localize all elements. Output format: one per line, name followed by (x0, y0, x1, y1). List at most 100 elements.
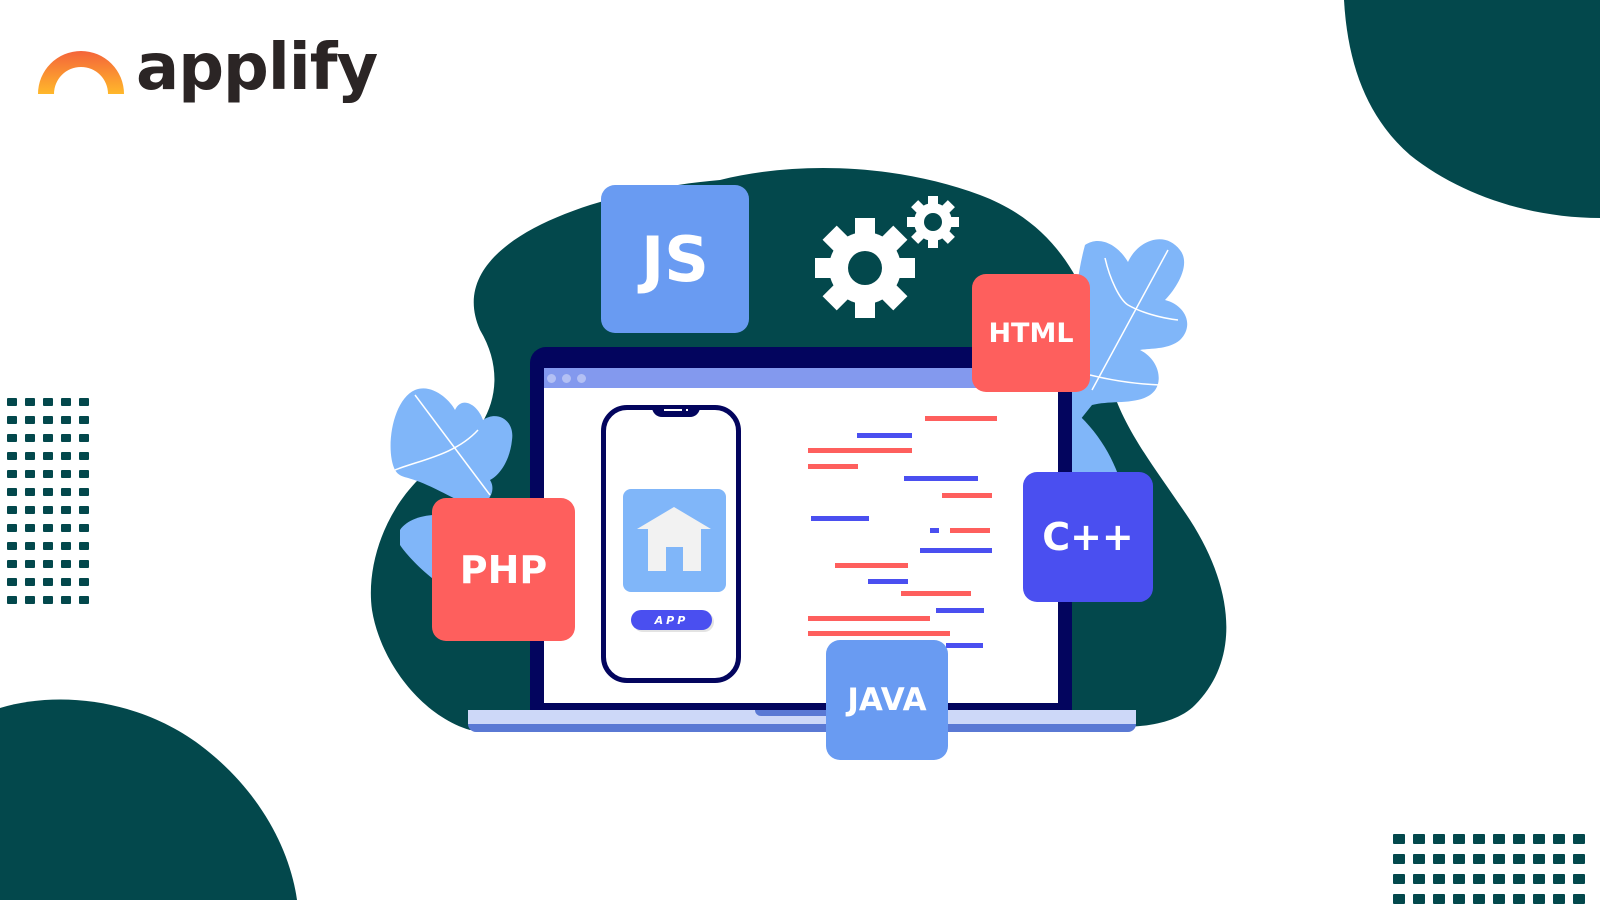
grid-dot (1413, 834, 1425, 844)
grid-dot (1533, 854, 1545, 864)
code-line (942, 493, 992, 498)
badge-cpp[interactable]: C++ (1023, 472, 1153, 602)
window-dot[interactable] (547, 374, 556, 383)
grid-dot (1453, 834, 1465, 844)
code-line (811, 516, 869, 521)
grid-dot (1393, 894, 1405, 904)
grid-dot (1413, 874, 1425, 884)
grid-dot (1413, 854, 1425, 864)
code-line (925, 416, 997, 421)
dot-grid-left (7, 398, 89, 604)
grid-dot (79, 398, 89, 406)
code-line (920, 548, 992, 553)
grid-dot (43, 416, 53, 424)
grid-dot (1453, 854, 1465, 864)
grid-dot (79, 488, 89, 496)
grid-dot (79, 560, 89, 568)
code-line (808, 616, 930, 621)
grid-dot (61, 452, 71, 460)
grid-dot (1573, 894, 1585, 904)
grid-dot (61, 596, 71, 604)
grid-dot (79, 416, 89, 424)
grid-dot (1553, 894, 1565, 904)
grid-dot (1413, 894, 1425, 904)
dot-grid-bottom-right (1393, 834, 1585, 904)
corner-blob-top-right (1344, 0, 1600, 218)
grid-dot (79, 596, 89, 604)
badge-html[interactable]: HTML (972, 274, 1090, 392)
corner-blob-bottom-left (0, 699, 297, 900)
grid-dot (61, 524, 71, 532)
window-dot[interactable] (577, 374, 586, 383)
grid-dot (79, 542, 89, 550)
grid-dot (79, 524, 89, 532)
grid-dot (43, 398, 53, 406)
grid-dot (1433, 894, 1445, 904)
grid-dot (1433, 854, 1445, 864)
code-line (835, 563, 908, 568)
half-arc-icon (38, 51, 124, 94)
code-line (857, 433, 912, 438)
brand-logo[interactable]: applify (38, 31, 378, 112)
grid-dot (1393, 874, 1405, 884)
phone-notch (652, 405, 700, 417)
laptop-base (468, 710, 1136, 724)
grid-dot (43, 542, 53, 550)
grid-dot (1573, 854, 1585, 864)
grid-dot (1393, 834, 1405, 844)
grid-dot (7, 398, 17, 406)
grid-dot (61, 560, 71, 568)
grid-dot (1473, 874, 1485, 884)
grid-dot (1433, 834, 1445, 844)
grid-dot (1473, 854, 1485, 864)
grid-dot (61, 434, 71, 442)
grid-dot (43, 452, 53, 460)
grid-dot (25, 506, 35, 514)
brand-name: applify (136, 31, 378, 105)
app-icon-tile[interactable] (623, 489, 726, 592)
laptop-trackpad-notch (755, 710, 845, 716)
grid-dot (1493, 874, 1505, 884)
grid-dot (1513, 894, 1525, 904)
grid-dot (25, 398, 35, 406)
grid-dot (1513, 854, 1525, 864)
grid-dot (1493, 854, 1505, 864)
grid-dot (25, 542, 35, 550)
grid-dot (1573, 874, 1585, 884)
grid-dot (61, 506, 71, 514)
grid-dot (43, 524, 53, 532)
grid-dot (1553, 874, 1565, 884)
badge-js[interactable]: JS (601, 185, 749, 333)
grid-dot (25, 596, 35, 604)
code-line (936, 608, 984, 613)
grid-dot (61, 398, 71, 406)
code-line (946, 643, 983, 648)
code-line (808, 448, 912, 453)
grid-dot (7, 560, 17, 568)
grid-dot (7, 524, 17, 532)
grid-dot (1493, 894, 1505, 904)
grid-dot (79, 506, 89, 514)
grid-dot (1553, 834, 1565, 844)
grid-dot (61, 542, 71, 550)
code-line (904, 476, 978, 481)
code-line (930, 528, 939, 533)
grid-dot (61, 470, 71, 478)
app-button[interactable]: APP (631, 610, 712, 630)
window-dot[interactable] (562, 374, 571, 383)
phone: APP (601, 405, 741, 683)
grid-dot (7, 416, 17, 424)
grid-dot (79, 434, 89, 442)
home-icon (637, 507, 711, 571)
badge-php[interactable]: PHP (432, 498, 575, 641)
grid-dot (7, 506, 17, 514)
grid-dot (1393, 854, 1405, 864)
grid-dot (43, 470, 53, 478)
grid-dot (1533, 874, 1545, 884)
grid-dot (7, 542, 17, 550)
grid-dot (43, 434, 53, 442)
grid-dot (7, 470, 17, 478)
grid-dot (25, 524, 35, 532)
grid-dot (25, 452, 35, 460)
badge-java[interactable]: JAVA (826, 640, 948, 760)
